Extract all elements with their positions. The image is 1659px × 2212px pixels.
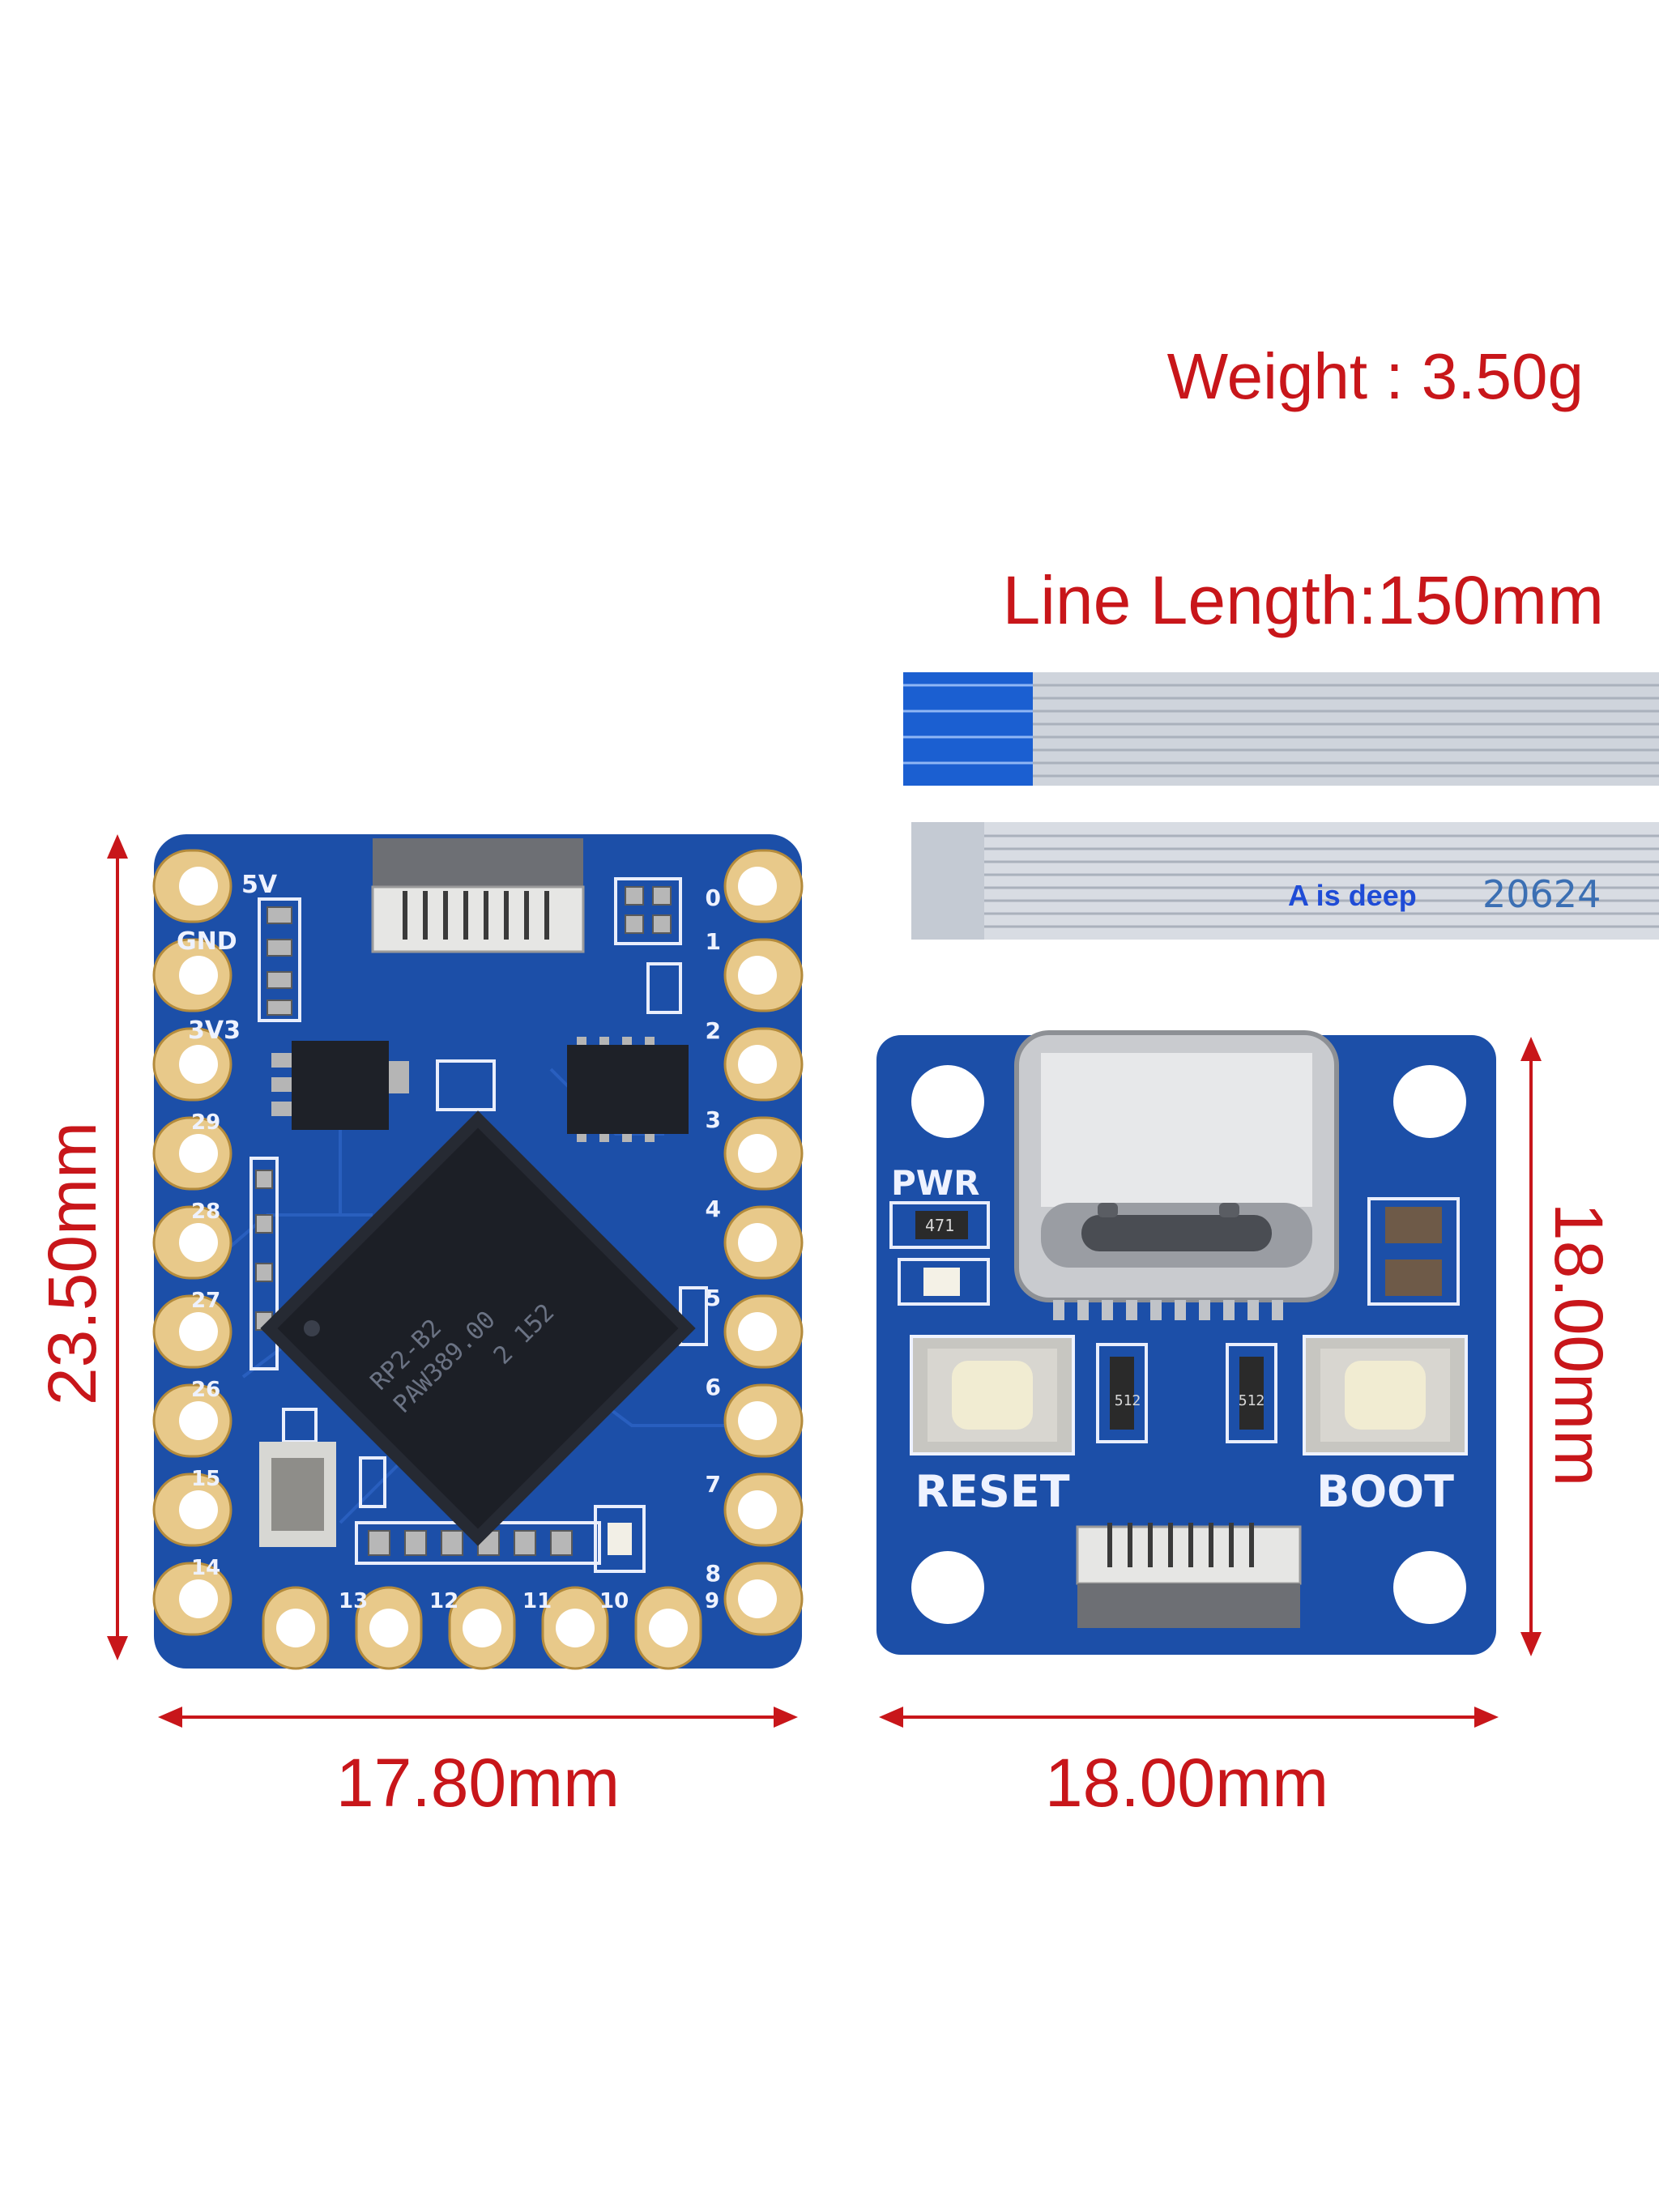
pin-label: 2	[706, 1017, 721, 1044]
pin-label: 4	[706, 1196, 721, 1222]
mount-hole	[1393, 1065, 1466, 1138]
power-led: PWR 471	[889, 1163, 990, 1306]
flash-chip	[567, 1037, 689, 1142]
dimension-lines	[107, 834, 1542, 1728]
usb-board-width: 18.00mm	[1045, 1745, 1328, 1821]
boot-button: BOOT	[1303, 1335, 1468, 1517]
mount-hole	[1393, 1551, 1466, 1624]
pin-label: 10	[599, 1589, 629, 1613]
line-length-label: Line Length:150mm	[1002, 562, 1604, 638]
crystal-oscillator	[259, 1442, 336, 1547]
pin-label: 7	[706, 1471, 721, 1498]
pin-label: 3V3	[188, 1016, 241, 1045]
right-pin-pads	[723, 849, 804, 1636]
cable-stiffener-blue	[903, 672, 1033, 786]
main-board-height: 23.50mm	[34, 1122, 110, 1405]
pin-label: 14	[191, 1556, 220, 1580]
reset-label: RESET	[915, 1466, 1069, 1517]
pin-label: 9	[705, 1589, 719, 1613]
cable-overlay-label: A is deep	[1288, 879, 1417, 912]
bottom-pin-labels: 13 12 11 10 9	[339, 1589, 719, 1613]
bottom-pin-pads	[262, 1586, 702, 1670]
pin-label: 5V	[241, 871, 278, 899]
usb-board-fpc-connector	[1076, 1523, 1302, 1628]
left-pin-pads	[152, 849, 232, 1636]
power-label: PWR	[891, 1163, 979, 1203]
pin-label: 13	[339, 1589, 368, 1613]
voltage-regulator	[271, 1041, 409, 1130]
mount-hole	[911, 1065, 984, 1138]
main-board-width: 17.80mm	[336, 1745, 620, 1821]
resistor-code: 471	[925, 1216, 954, 1235]
main-board-fpc-connector	[371, 838, 585, 953]
usb-board-height: 18.00mm	[1541, 1203, 1617, 1486]
pin-label: 15	[191, 1467, 220, 1491]
pin-label: 3	[706, 1106, 721, 1133]
main-board: 5V GND 3V3 29 28 27 26 15 14 0 1 2 3 4 5…	[152, 834, 804, 1670]
pin-label: 0	[706, 884, 721, 911]
usb-c-connector	[1014, 1030, 1339, 1320]
pin-label: 8	[706, 1560, 721, 1587]
pin-label: 27	[191, 1289, 220, 1313]
pull-resistors: 512 512	[1096, 1343, 1277, 1443]
right-pin-labels: 0 1 2 3 4 5 6 7 8	[706, 884, 721, 1587]
resistor-code: 512	[1115, 1392, 1141, 1409]
pin-label: GND	[177, 927, 237, 956]
pin-label: 12	[429, 1589, 458, 1613]
usb-board-capacitors	[1367, 1197, 1460, 1306]
fpc-cable-bottom: A is deep 20624	[911, 822, 1659, 940]
fpc-cable-top	[903, 672, 1659, 786]
pin-label: 26	[191, 1378, 220, 1402]
cable-code: 20624	[1482, 872, 1601, 916]
pin-label: 1	[706, 928, 721, 955]
reset-button: RESET	[910, 1335, 1075, 1517]
pin-label: 6	[706, 1374, 721, 1400]
pin-label: 28	[191, 1200, 220, 1224]
left-pin-labels: 5V GND 3V3 29 28 27 26 15 14	[177, 871, 278, 1580]
pin-label: 5	[706, 1285, 721, 1311]
pin-label: 11	[522, 1589, 552, 1613]
mount-hole	[911, 1551, 984, 1624]
pin-label: 29	[191, 1110, 220, 1135]
resistor-code: 512	[1239, 1392, 1265, 1409]
usb-breakout-board: PWR 471 RESET BOOT	[876, 1030, 1496, 1655]
weight-label: Weight : 3.50g	[1167, 340, 1584, 412]
boot-label: BOOT	[1316, 1466, 1454, 1517]
